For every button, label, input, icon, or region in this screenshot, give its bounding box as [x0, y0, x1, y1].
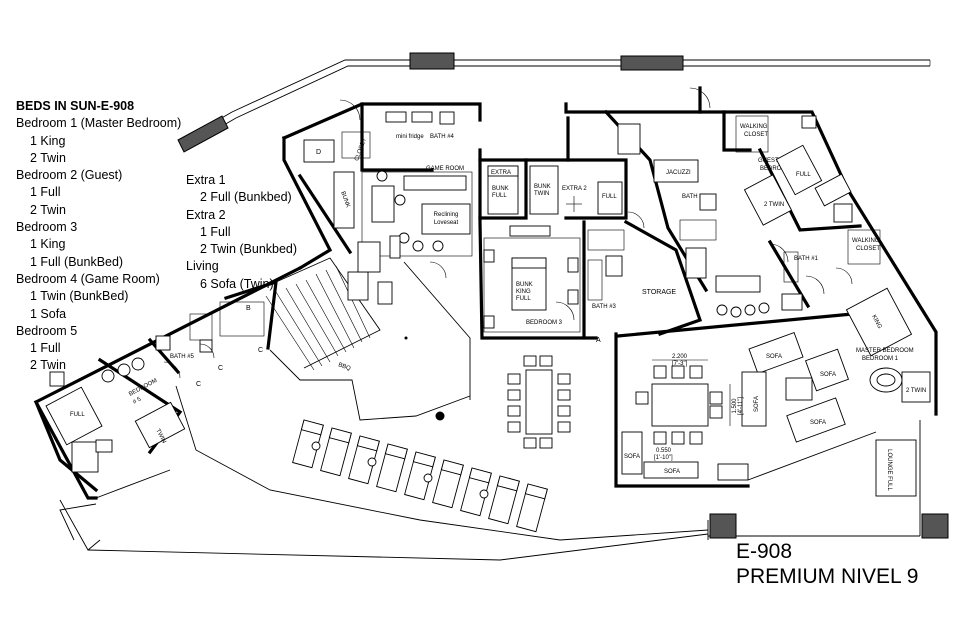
staircase — [257, 257, 393, 371]
bath4-label: BATH #4 — [430, 134, 455, 140]
game-room-label: GAME ROOM — [426, 166, 464, 172]
extra-rooms: EXTRA BUNK FULL BUNK TWIN EXTRA 2 FULL — [487, 165, 623, 215]
letter-c2: C — [218, 365, 223, 372]
jacuzzi-label: JACUZZI — [666, 170, 691, 176]
letter-c3: C — [196, 381, 201, 388]
bedroom-2: WALKING CLOSET GUEST ROOM BEDROOM 2 FULL… — [735, 115, 880, 283]
game-room: Reclining Loveseat GAME ROOM BUNK BATH #… — [303, 111, 473, 273]
beds-list: BEDS IN SUN-E-908 Bedroom 1 (Master Bedr… — [16, 98, 181, 375]
loveseat-label: Loveseat — [434, 220, 459, 226]
master-bedroom: KING MASTER BEDROOM BEDROOM 1 2 TWIN LOU… — [845, 287, 931, 497]
bath5-label: BATH #5 — [170, 354, 195, 360]
bedroom-3-bed-2: 1 Full (BunkBed) — [30, 254, 124, 269]
bath1-label: BATH #1 — [794, 256, 819, 262]
bedroom-3-name: Bedroom 3 — [16, 220, 78, 235]
extra2-twin: TWIN — [534, 191, 549, 197]
bedroom-2-name: Bedroom 2 (Guest) — [16, 168, 123, 183]
extra2-bunk: BUNK — [534, 184, 551, 190]
bedroom-2-bed-2: 2 Twin — [30, 202, 66, 217]
unit-title: E-908 PREMIUM NIVEL 9 — [736, 539, 918, 589]
walking-closet1-a: WALKING — [852, 238, 880, 244]
reclining-label: Reclining — [434, 212, 459, 218]
walking-closet2-b: CLOSET — [744, 132, 768, 138]
bedroom5-num: # 5 — [132, 396, 143, 406]
sofa5-label: SOFA — [624, 454, 640, 460]
extra1-label: EXTRA — [491, 170, 511, 176]
bunk-full-label: FULL — [516, 296, 531, 302]
sofa2-label: SOFA — [820, 372, 836, 378]
twin-master-label: 2 TWIN — [906, 388, 926, 394]
extra-2-bed-2: 2 Twin (Bunkbed) — [200, 242, 298, 257]
extras-list: Extra 1 2 Full (Bunkbed) Extra 2 1 Full … — [186, 172, 297, 293]
full2-label: FULL — [796, 172, 811, 178]
extra-2-bed-1: 1 Full — [200, 224, 231, 239]
walking-closet2-a: WALKING — [740, 124, 768, 130]
bedroom-3: BUNK KING FULL BEDROOM 3 BATH #3 STORAGE… — [483, 225, 676, 344]
storage-label: STORAGE — [642, 289, 676, 296]
letter-c1: C — [258, 347, 263, 354]
bedroom2-label: BEDROOM 2 — [760, 166, 797, 172]
dim-width: 2.200 — [672, 354, 688, 360]
bath-2-kitchen: JACUZZI BATH #2 — [617, 123, 803, 318]
bedroom-3-bed-1: 1 King — [30, 237, 66, 252]
living-bed-1: 6 Sofa (Twin) — [200, 276, 274, 291]
master-bedroom-label: MASTER BEDROOM — [856, 348, 914, 354]
walking-closet1-b: CLOSET — [856, 246, 880, 252]
exterior-walls — [33, 86, 938, 500]
full5-label: FULL — [70, 412, 85, 418]
sofa6-label: SOFA — [664, 469, 680, 475]
dim-depth-imperial: [4'-11"] — [738, 397, 744, 416]
bedroom-1-name: Bedroom 1 (Master Bedroom) — [16, 116, 182, 131]
beds-title: BEDS IN SUN-E-908 — [16, 99, 135, 113]
sofa1-label: SOFA — [766, 354, 782, 360]
extra2-full: FULL — [602, 194, 617, 200]
sofa3-label: SOFA — [810, 420, 826, 426]
bedroom1-label: BEDROOM 1 — [862, 356, 899, 362]
bedroom-4-name: Bedroom 4 (Game Room) — [16, 271, 160, 286]
letter-b: B — [246, 305, 251, 312]
twin2-label: 2 TWIN — [764, 202, 784, 208]
bunk-label: BUNK — [516, 282, 533, 288]
terrace — [59, 261, 949, 561]
bedroom-4-bed-2: 1 Sofa — [30, 306, 67, 321]
bath2-label: BATH #2 — [682, 194, 707, 200]
unit-level: PREMIUM NIVEL 9 — [736, 565, 919, 588]
sofa4-label: SOFA — [754, 396, 760, 412]
bedroom3-label: BEDROOM 3 — [526, 320, 563, 326]
dim-width-imperial: [7'-3"] — [672, 361, 688, 367]
door-swings — [163, 87, 853, 379]
top-facade — [177, 52, 931, 153]
extra1-bunk: BUNK — [492, 186, 509, 192]
bedroom-5-name: Bedroom 5 — [16, 323, 78, 338]
bedroom-1-bed-2: 2 Twin — [30, 150, 66, 165]
outdoor-dining — [507, 355, 571, 449]
extra-2-name: Extra 2 — [186, 207, 226, 222]
extra-1-name: Extra 1 — [186, 173, 226, 187]
dim-gap: 0.550 — [656, 448, 672, 454]
extra2-label: EXTRA 2 — [562, 186, 587, 192]
dim-depth: 1.500 — [732, 398, 738, 414]
sun-loungers — [292, 419, 548, 533]
bath3-label: BATH #3 — [592, 304, 617, 310]
bedroom-1-bed-1: 1 King — [30, 133, 66, 148]
bedroom-2-bed-1: 1 Full — [30, 185, 61, 200]
mini-fridge-label: mini fridge — [396, 134, 424, 140]
king-label: KING — [516, 289, 531, 295]
living-name: Living — [186, 259, 219, 274]
living-room: SOFA SOFA SOFA SOFA 2.200 [7'-3"] 1.500 … — [621, 331, 877, 481]
unit-code: E-908 — [736, 540, 793, 563]
extra-1-bed-1: 2 Full (Bunkbed) — [200, 190, 292, 205]
extra1-full: FULL — [492, 193, 507, 199]
bedroom-5-bed-1: 1 Full — [30, 341, 61, 356]
bedroom-4-bed-1: 1 Twin (BunkBed) — [30, 289, 129, 304]
dim-gap-imperial: [1'-10"] — [654, 455, 673, 461]
letter-a: A — [596, 337, 601, 344]
letter-d: D — [316, 149, 321, 156]
bbq-label: BBQ — [337, 362, 351, 372]
svg-text:BUNK: BUNK — [339, 191, 350, 209]
bedroom-5: B BATH #5 C C C FULL TWIN BEDROOM # 5 BB… — [45, 301, 352, 473]
lounge-full-label: LOUNGE FULL — [886, 449, 892, 491]
bedroom-5-bed-2: 2 Twin — [30, 358, 66, 373]
